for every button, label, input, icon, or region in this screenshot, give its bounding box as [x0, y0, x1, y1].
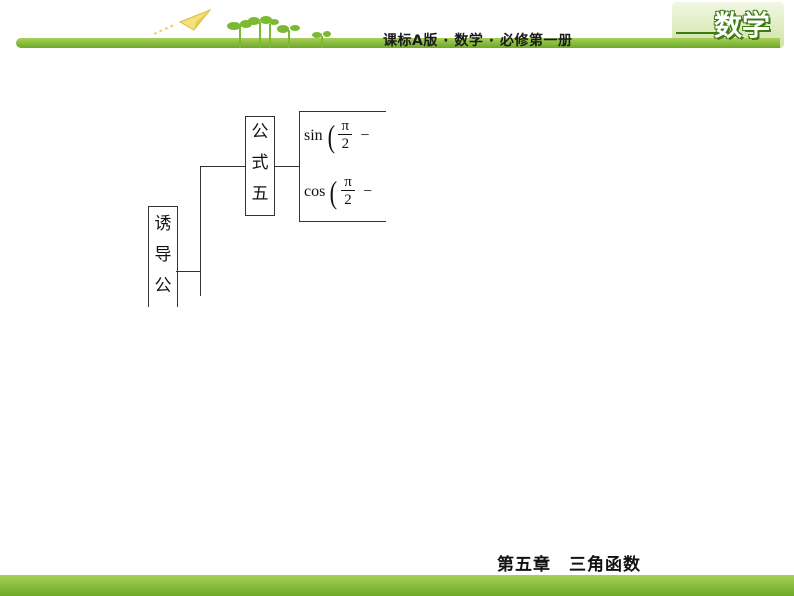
connector-line — [200, 166, 245, 167]
book-title: 课标A版 · 数学 · 必修第一册 — [383, 33, 573, 49]
root-label-char: 公 — [154, 276, 172, 296]
function-name: sin — [304, 126, 323, 144]
chapter-title: 第五章 三角函数 — [497, 555, 641, 575]
left-paren: ( — [327, 117, 335, 154]
function-name: cos — [304, 182, 326, 200]
connector-line — [274, 166, 299, 167]
badge-underline — [676, 24, 718, 36]
fraction-numerator: π — [341, 118, 350, 134]
fraction-bar — [338, 134, 353, 135]
branch-label-char: 公 — [251, 122, 269, 142]
formula-sin: sin ( π 2 − — [304, 118, 369, 153]
branch-label-char: 式 — [251, 153, 269, 173]
root-label-char: 诱 — [154, 214, 172, 234]
fraction: π 2 — [338, 118, 353, 153]
header-bar — [16, 38, 780, 48]
minus-sign: − — [362, 182, 373, 200]
fraction-denominator: 2 — [341, 136, 350, 152]
connector-line — [176, 271, 200, 272]
minus-sign: − — [360, 126, 370, 144]
branch-label-char: 五 — [251, 184, 269, 204]
footer-bar — [0, 575, 794, 596]
subject-logo: 数学 — [714, 9, 771, 42]
sprout-icon — [225, 12, 340, 50]
formula-cos: cos ( π 2 − — [304, 174, 372, 209]
fraction: π 2 — [340, 174, 355, 209]
branch-label-box: 公 式 五 — [245, 116, 275, 216]
paper-plane-icon — [150, 8, 212, 38]
connector-line — [200, 166, 201, 296]
fraction-bar — [340, 190, 355, 191]
formula-bracket: sin ( π 2 − cos ( π 2 − — [299, 111, 386, 222]
root-label-box: 诱 导 公 — [148, 206, 178, 307]
fraction-numerator: π — [344, 174, 352, 190]
fraction-denominator: 2 — [344, 192, 352, 208]
root-label-char: 导 — [154, 245, 172, 265]
left-paren: ( — [329, 173, 338, 210]
